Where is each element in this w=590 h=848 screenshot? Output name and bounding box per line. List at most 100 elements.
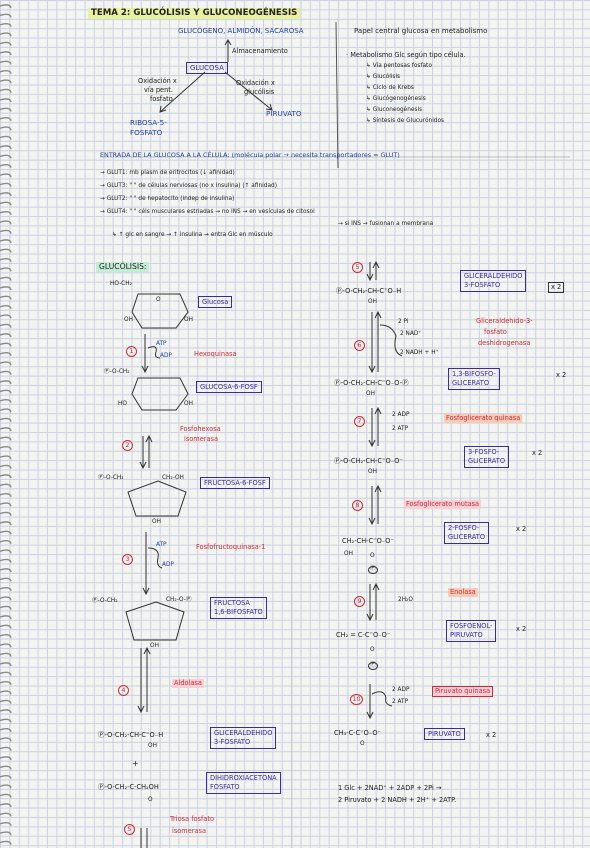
- glut-row-0: → GLUT1: mb plasm de eritrocitos (↓ afin…: [100, 170, 235, 176]
- spiral-ring: [0, 718, 12, 723]
- spiral-ring: [0, 455, 12, 460]
- spiral-ring: [0, 436, 12, 441]
- step-4-number: 4: [118, 685, 129, 696]
- spiral-ring: [0, 304, 12, 310]
- glut-row-3: → GLUT4: " " céls musculares estriadas →…: [100, 209, 315, 215]
- step-7-enzyme: Fosfoglicerato quinasa: [444, 414, 523, 423]
- pg2-box: 2-FOSFO- GLICERATO: [444, 522, 490, 544]
- step-1-atp: ATP: [156, 341, 167, 347]
- spiral-ring: [0, 737, 12, 742]
- f16bp-box: FRUCTOSA 1,6-BIFOSFATO: [210, 597, 267, 619]
- glycolysis-title: GLUCÓLISIS:: [96, 262, 150, 272]
- spiral-ring: [0, 445, 12, 451]
- spiral-ring: [0, 163, 12, 169]
- pg3-box: 3-FOSFO- GLICERATO: [464, 446, 510, 468]
- spiral-ring: [0, 727, 12, 733]
- spiral-ring: [0, 746, 12, 751]
- glucose-oh-left: OH: [124, 317, 133, 323]
- spiral-ring: [0, 4, 12, 9]
- g6p-p-o-ch2: Ⓟ-O-CH₂: [104, 369, 130, 375]
- x2-label-5: x 2: [516, 625, 527, 633]
- spiral-ring: [0, 474, 12, 479]
- step-10-adp: 2 ADP: [392, 687, 410, 693]
- step-6-pi: 2 Pi: [398, 319, 409, 325]
- spiral-ring: [0, 558, 12, 563]
- g3p-right-box: GLICERALDEHIDO 3-FOSFATO: [460, 270, 527, 292]
- step-10-number: 10: [350, 694, 363, 705]
- spiral-ring: [0, 586, 12, 592]
- spiral-ring: [0, 624, 12, 629]
- diagram-right-label-2: glucólisis: [244, 88, 275, 96]
- spiral-ring: [0, 154, 12, 159]
- step-6-nadh: 2 NADH + H⁺: [400, 350, 439, 356]
- diagram-pyruvate: PIRUVATO: [266, 109, 302, 118]
- spiral-ring: [0, 756, 12, 761]
- spiral-ring: [0, 821, 12, 827]
- f6p-box: FRUCTOSA-6-FOSF: [200, 477, 270, 489]
- spiral-ring: [0, 13, 12, 18]
- glut-heading: ENTRADA DE LA GLUCOSA A LA CÉLULA: (molé…: [100, 151, 400, 159]
- diagram-ribose: RIBOSA-5-FOSFATO: [130, 118, 167, 137]
- step-3-enzyme: Fosfofructoquinasa-1: [196, 543, 266, 551]
- pg3-box-line2: GLICERATO: [468, 457, 506, 465]
- glut-row-1: → GLUT3: " " de células nerviosas (no x …: [100, 183, 277, 189]
- x2-label-4: x 2: [516, 525, 527, 533]
- dhap-box-line1: DIHIDROXIACETONA: [210, 774, 277, 782]
- step-1-enzyme: Hexoquinasa: [194, 350, 237, 358]
- spiral-ring: [0, 577, 12, 582]
- spiral-ring: [0, 323, 12, 328]
- notes-item-0: ↳ Vía pentosas fosfato: [366, 63, 432, 69]
- spiral-ring: [0, 568, 12, 573]
- spiral-ring: [0, 286, 12, 291]
- plus-sign: +: [132, 759, 139, 768]
- step-10-atp: 2 ATP: [392, 699, 409, 705]
- spiral-ring: [0, 51, 12, 56]
- spiral-ring: [0, 135, 12, 140]
- g3p-left-box-line2: 3-FOSFATO: [214, 738, 251, 746]
- spiral-ring: [0, 220, 12, 225]
- g3p-right-oh: OH: [368, 299, 377, 305]
- step-6-enzyme-2: fosfato: [484, 328, 507, 336]
- glut-row-5: ↳ ↑ glc en sangre → ↑ insulina → entra G…: [112, 232, 273, 238]
- diagram-left-label-2: vía pent.: [144, 86, 173, 94]
- spiral-ring: [0, 633, 12, 639]
- g3p-left-box-line1: GLICERALDEHIDO: [214, 729, 273, 737]
- diagram-left-label-3: fosfato: [150, 95, 173, 103]
- f16bp-ch2-o-p: CH₂-O-Ⓟ: [166, 597, 192, 603]
- pep-formula: CH₂ = C-C⁼O₋O⁻: [336, 631, 391, 639]
- step-6-enzyme-3: deshidrogenasa: [478, 339, 531, 347]
- step-9-enzyme: Enolasa: [448, 588, 478, 597]
- glut-row-2: → GLUT2: " " de hepatocito (indep de ins…: [100, 196, 235, 202]
- spiral-ring: [0, 173, 12, 178]
- spiral-ring: [0, 107, 12, 112]
- step-2-number: 2: [122, 440, 133, 451]
- spiral-ring: [0, 652, 12, 657]
- step-9-number: 9: [354, 596, 365, 607]
- x2-label-3: x 2: [532, 449, 543, 457]
- pg3-box-line1: 3-FOSFO-: [468, 448, 500, 456]
- spiral-ring: [0, 314, 12, 319]
- pg2-formula: CH₂-CH-C⁼O₋O⁻: [342, 537, 394, 545]
- diagram-store: Almacenamiento: [232, 47, 288, 55]
- pg2-box-line2: GLICERATO: [448, 533, 486, 541]
- diagram-left-label-1: Oxidación x: [138, 77, 177, 85]
- spiral-ring: [0, 699, 12, 704]
- spiral-ring: [0, 530, 12, 535]
- pg2-o: O: [370, 553, 375, 559]
- f6p-oh: OH: [152, 519, 161, 525]
- step-5-left-number: 5: [124, 824, 135, 835]
- pep-box: FOSFOENOL- PIRUVATO: [446, 620, 497, 642]
- step-1-number: 1: [126, 346, 137, 357]
- spiral-ring: [0, 680, 12, 686]
- g3p-left-oh: OH: [148, 743, 157, 749]
- step-5-enzyme-2: isomerasa: [172, 827, 207, 835]
- spiral-ring: [0, 615, 12, 620]
- spiral-ring: [0, 60, 12, 65]
- diagram-glucose-box: GLUCOSA: [186, 62, 228, 74]
- spiral-ring: [0, 192, 12, 197]
- pep-o: O: [370, 647, 375, 653]
- spiral-ring: [0, 793, 12, 798]
- g6p-box: GLUCOSA-6-FOSF: [196, 381, 262, 393]
- equation-line-2: 2 Piruvato + 2 NADH + 2H⁺ + 2ATP.: [338, 796, 457, 804]
- spiral-ring: [0, 361, 12, 366]
